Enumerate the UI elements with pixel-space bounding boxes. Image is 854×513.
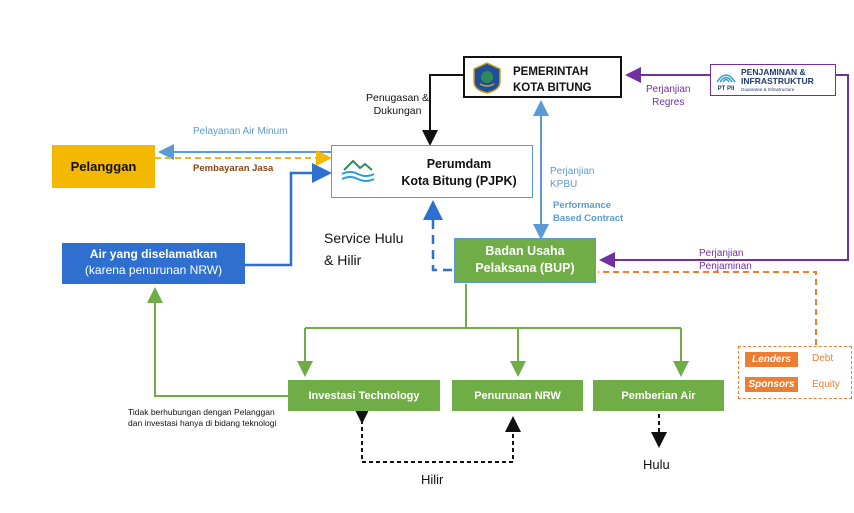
tidak-line2: dan investasi hanya di bidang teknologi	[128, 418, 277, 428]
edge-financing	[598, 271, 817, 345]
edge-service	[423, 200, 452, 272]
node-pemerintah: PEMERINTAH KOTA BITUNG	[463, 56, 622, 98]
pemerintah-line1: PEMERINTAH	[513, 66, 589, 78]
penugasan-line1: Penugasan &	[366, 92, 430, 104]
ptpii-brand-line2: INFRASTRUKTUR	[741, 76, 814, 86]
node-bup: Badan Usaha Pelaksana (BUP)	[454, 238, 596, 283]
label-tidak-berhubungan: Tidak berhubungan dengan Pelanggan dan i…	[128, 407, 276, 429]
label-service: Service Hulu & Hilir	[324, 227, 403, 271]
bup-line1: Badan Usaha	[485, 244, 565, 258]
perumdam-line1: Perumdam	[426, 157, 492, 171]
edge-investasi-air	[147, 287, 288, 397]
performance-line2: Based Contract	[553, 213, 624, 224]
regres-line2: Regres	[652, 97, 685, 108]
penjaminan-line1: Perjanjian	[699, 248, 744, 259]
pelanggan-label: Pelanggan	[70, 159, 137, 174]
node-investasi: Investasi Technology	[288, 380, 440, 411]
label-perjanjian-regres: Perjanjian Regres	[646, 83, 690, 109]
edge-hilir-loop	[354, 408, 521, 463]
air-line1: Air yang diselamatkan	[89, 247, 218, 261]
tag-sponsors: Sponsors	[745, 377, 798, 392]
edge-bup-split	[305, 284, 681, 329]
investasi-label: Investasi Technology	[308, 389, 420, 402]
label-penugasan: Penugasan & Dukungan	[366, 92, 429, 118]
tidak-line1: Tidak berhubungan dengan Pelanggan	[128, 407, 275, 417]
service-line1: Service Hulu	[324, 230, 404, 246]
city-emblem-icon	[473, 62, 501, 94]
ptpii-logo-icon: PT PII	[716, 74, 736, 92]
label-hulu: Hulu	[643, 457, 670, 472]
label-pelayanan: Pelayanan Air Minum	[193, 126, 288, 137]
ptpii-mark-text: PT PII	[718, 86, 735, 92]
penugasan-line2: Dukungan	[373, 105, 422, 117]
node-ptpii: PT PII PENJAMINAN & INFRASTRUKTUR Guaran…	[710, 64, 836, 96]
penjaminan-line2: Penjaminan	[699, 261, 752, 272]
ptpii-tagline: Guarantee & Infrastructure	[741, 87, 795, 92]
regres-line1: Perjanjian	[646, 84, 691, 95]
performance-line1: Performance	[553, 200, 612, 211]
edge-air-perumdam	[245, 163, 332, 267]
kpbu-line2: KPBU	[550, 179, 578, 190]
pemberian-label: Pemberian Air	[621, 389, 696, 402]
perumdam-line2: Kota Bitung (PJPK)	[401, 174, 517, 188]
pemerintah-line2: KOTA BITUNG	[513, 82, 592, 94]
ptpii-brand-line1: PENJAMINAN &	[741, 67, 806, 77]
edge-penugasan	[422, 74, 463, 146]
label-debt: Debt	[812, 353, 834, 364]
label-hilir: Hilir	[421, 472, 444, 487]
financing-box	[738, 346, 852, 399]
kpbu-line1: Perjanjian	[550, 166, 595, 177]
label-perjanjian-kpbu: Perjanjian KPBU	[550, 165, 594, 191]
label-pembayaran: Pembayaran Jasa	[193, 163, 274, 174]
node-pemberian-air: Pemberian Air	[593, 380, 724, 411]
label-perjanjian-penjaminan: Perjanjian Penjaminan	[699, 247, 752, 273]
node-air-diselamatkan: Air yang diselamatkan (karena penurunan …	[62, 243, 245, 284]
nrw-label: Penurunan NRW	[474, 389, 561, 402]
node-pelanggan: Pelanggan	[52, 145, 155, 188]
node-penurunan-nrw: Penurunan NRW	[452, 380, 583, 411]
air-line2: (karena penurunan NRW)	[84, 263, 223, 277]
label-performance: Performance Based Contract	[553, 199, 623, 225]
perumdam-logo-icon	[341, 159, 375, 182]
edge-penjaminan	[599, 74, 849, 268]
bup-line2: Pelaksana (BUP)	[475, 261, 575, 275]
tag-lenders: Lenders	[745, 352, 798, 367]
label-equity: Equity	[812, 379, 840, 390]
service-line2: & Hilir	[324, 252, 362, 268]
node-perumdam: Perumdam Kota Bitung (PJPK)	[331, 145, 533, 198]
